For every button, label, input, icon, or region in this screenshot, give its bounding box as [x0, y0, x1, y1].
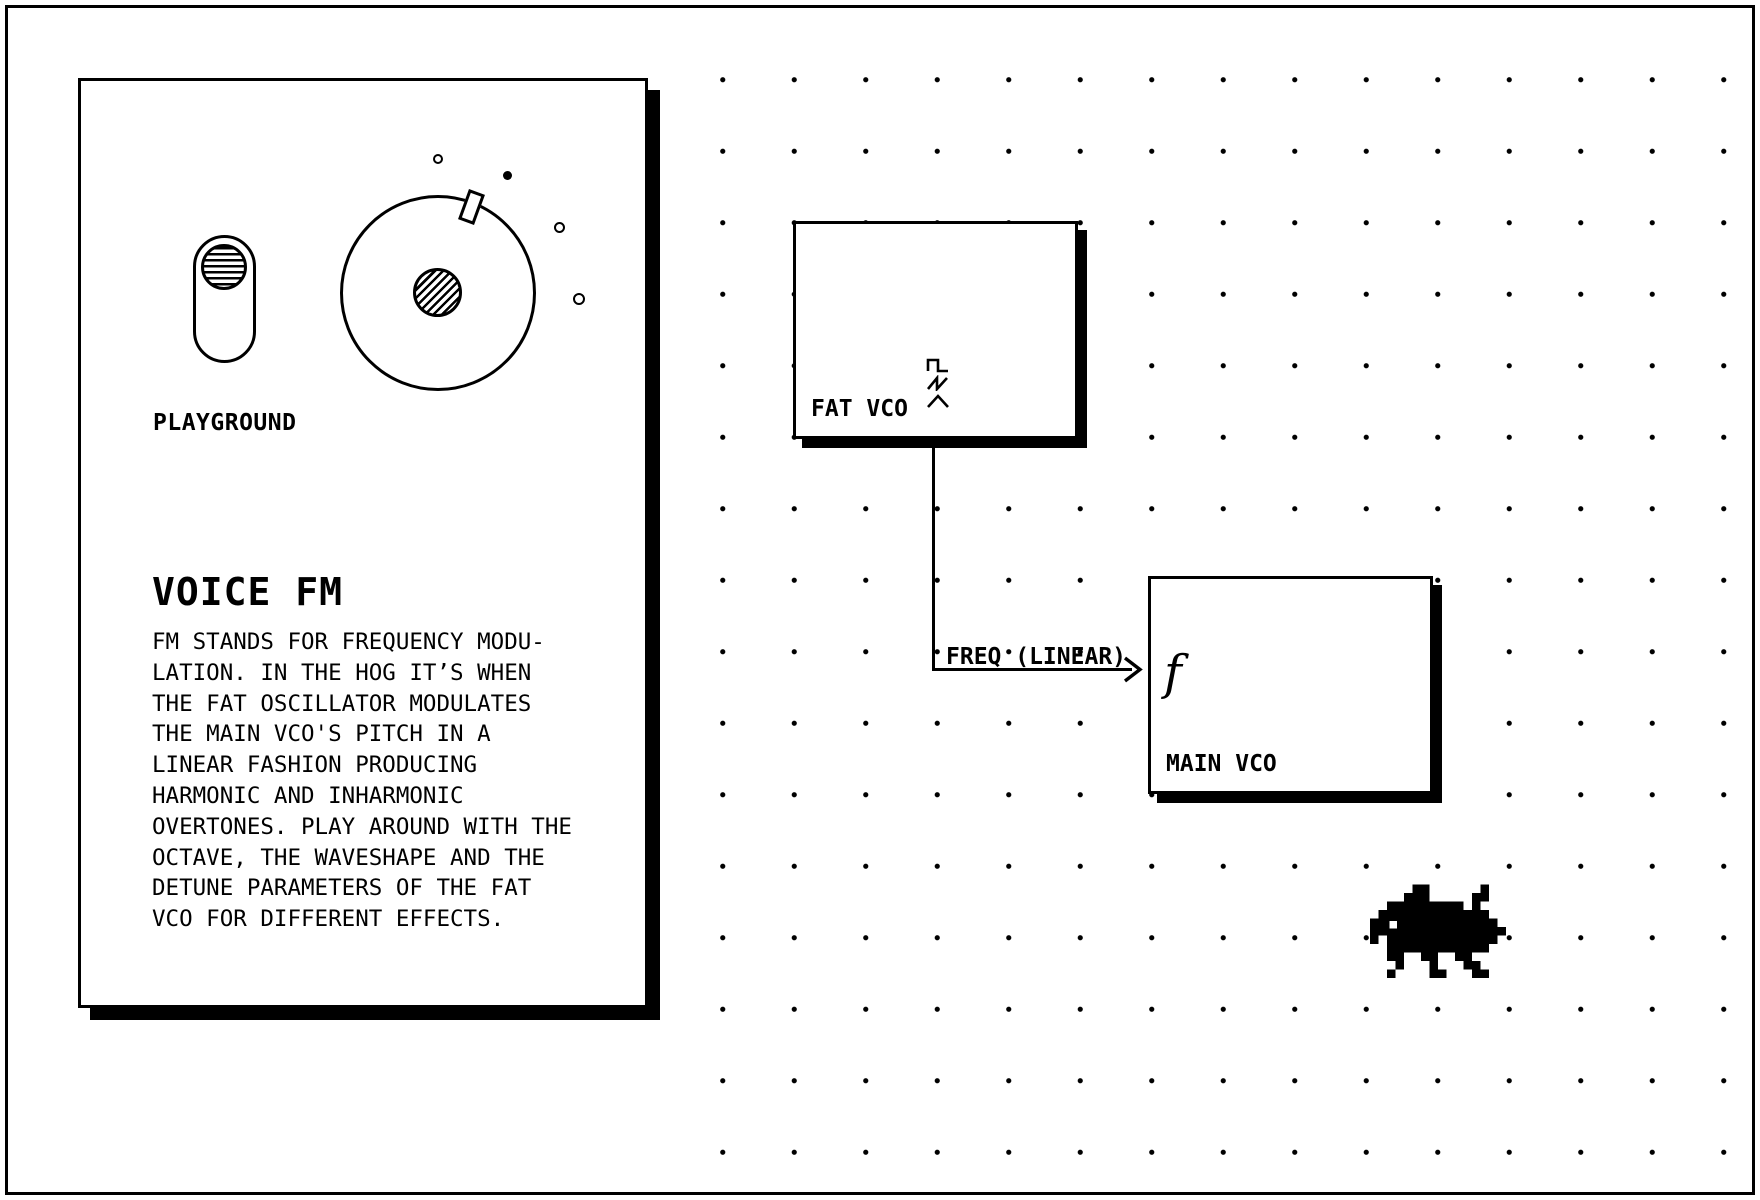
connector-horizontal — [932, 668, 1132, 671]
main-vco-node[interactable]: f MAIN VCO — [1148, 576, 1433, 794]
info-card: PLAYGROUND VOICE FM FM STANDS FOR FREQUE… — [78, 78, 648, 1008]
kicker-label: PLAYGROUND — [153, 410, 297, 436]
decor-dot — [503, 171, 512, 180]
italic-f-icon: f — [1164, 645, 1182, 701]
knob-icon — [340, 195, 536, 391]
decor-dot — [433, 154, 443, 164]
triangle-wave-icon — [927, 394, 949, 408]
connection-label: FREQ (LINEAR) — [946, 644, 1127, 670]
toggle-cap — [201, 244, 247, 290]
decor-dot — [554, 222, 565, 233]
fat-vco-node[interactable]: FAT VCO — [793, 221, 1078, 439]
square-wave-icon — [926, 358, 948, 373]
description-text: FM STANDS FOR FREQUENCY MODU- LATION. IN… — [152, 629, 572, 933]
knob-center-hatch — [413, 268, 462, 317]
waveform-icon-stack — [926, 357, 950, 411]
connector-vertical — [932, 438, 935, 670]
page-title: VOICE FM — [152, 570, 344, 614]
decor-dot — [573, 293, 585, 305]
fat-vco-label: FAT VCO — [811, 396, 908, 422]
arrowhead-icon — [1123, 656, 1143, 683]
toggle-switch-icon — [193, 235, 256, 363]
page-frame: PLAYGROUND VOICE FM FM STANDS FOR FREQUE… — [5, 5, 1757, 1199]
main-vco-label: MAIN VCO — [1166, 751, 1277, 777]
sawtooth-wave-icon — [926, 375, 948, 391]
hog-pixel-icon — [1370, 884, 1506, 978]
